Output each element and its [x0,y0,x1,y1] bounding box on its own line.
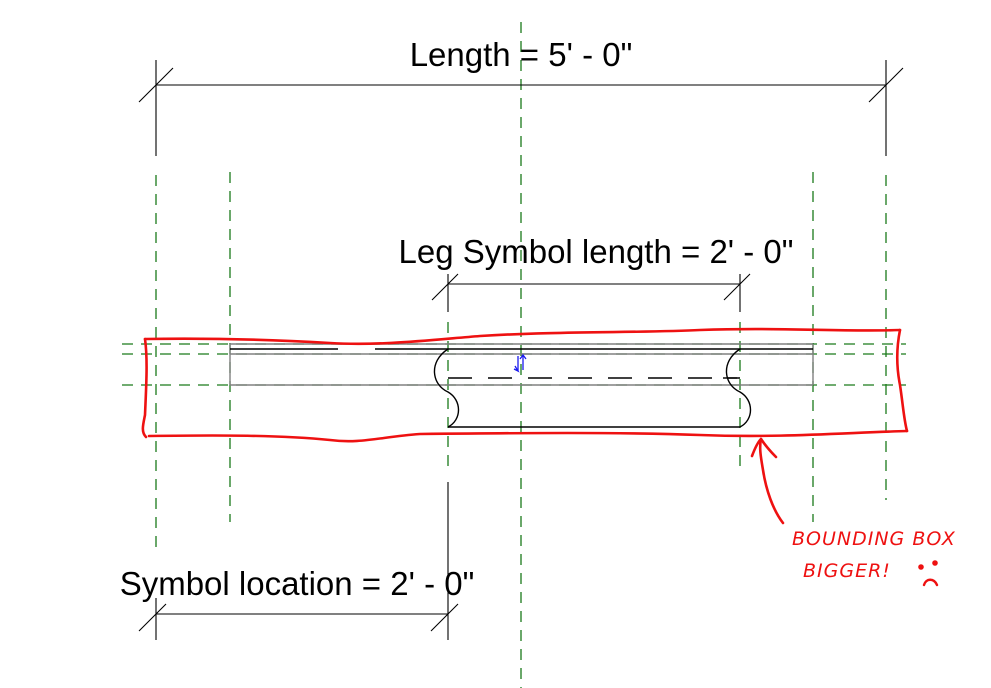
break-line-left [433,348,460,428]
annotation-line-1: BOUNDING BOX [792,528,956,550]
dimension-length[interactable]: Length = 5' - 0" [138,36,904,156]
leg-geometry [229,343,814,428]
bounding-box-markup [141,327,909,525]
reference-planes-horizontal [122,343,906,386]
dimension-leg-symbol-length-label: Leg Symbol length = 2' - 0" [398,233,793,270]
dimension-symbol-location-label: Symbol location = 2' - 0" [120,565,475,602]
dimension-symbol-location[interactable]: Symbol location = 2' - 0" [120,482,475,640]
sad-face-icon [918,560,939,587]
break-line-right [725,348,752,428]
annotation-note: BOUNDING BOX BIGGER! [792,528,956,587]
annotation-line-2: BIGGER! [803,560,891,582]
dimension-leg-symbol-length[interactable]: Leg Symbol length = 2' - 0" [398,233,794,312]
double-arrow-flip-icon[interactable] [513,353,527,373]
dimension-length-label: Length = 5' - 0" [410,36,633,73]
